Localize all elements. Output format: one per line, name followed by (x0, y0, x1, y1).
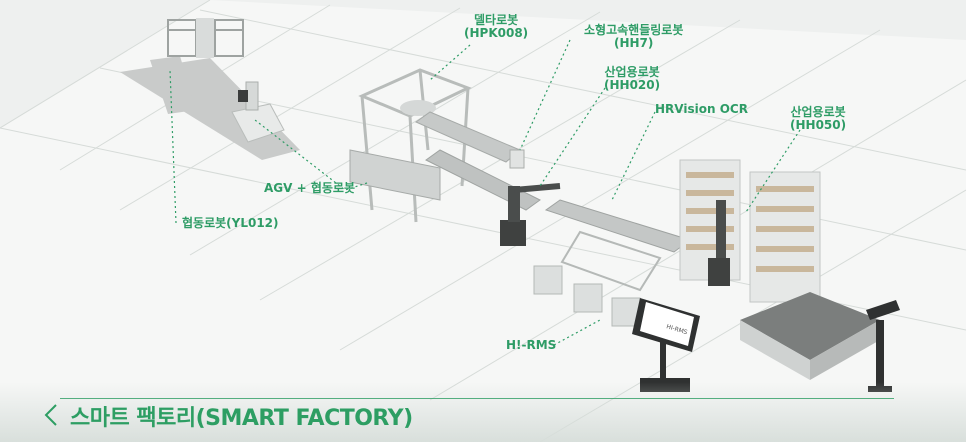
small-handling-robot-hh7 (509, 149, 525, 169)
conveyor-main (414, 111, 521, 163)
delta-robot-head (400, 100, 436, 116)
conveyor-loop (349, 149, 441, 201)
agv-robot (231, 81, 285, 143)
label-hrvision: HRVision OCR (655, 102, 748, 116)
rack-robot-base (196, 18, 214, 58)
industrial-robot-hh020 (500, 183, 561, 246)
hrvision-table (560, 230, 662, 292)
label-agv-cobot: AGV + 협동로봇 (264, 181, 355, 195)
label-delta-robot: 델타로봇 (HPK008) (464, 13, 529, 40)
title-bar (0, 382, 966, 442)
pallet-station (740, 292, 880, 380)
chevron-left-icon (44, 404, 57, 426)
label-industrial-robot-hh020: 산업용로봇 (HH020) (604, 65, 661, 92)
label-small-handling-robot: 소형고속핸들링로봇 (HH7) (584, 23, 684, 50)
industrial-robot-hh050 (708, 200, 730, 286)
label-hi-rms: H!-RMS (506, 338, 557, 352)
callout-lines (169, 39, 801, 346)
agv-track-top (150, 56, 196, 114)
title-underline (60, 398, 894, 399)
box-2 (573, 283, 603, 313)
hrvision-conveyor (544, 199, 692, 253)
page-title: 스마트 팩토리(SMART FACTORY) (70, 406, 413, 431)
box-1 (533, 265, 563, 295)
label-industrial-robot-hh050: 산업용로봇 (HH050) (790, 105, 847, 132)
label-cobot-yl012: 협동로봇(YL012) (182, 216, 279, 230)
